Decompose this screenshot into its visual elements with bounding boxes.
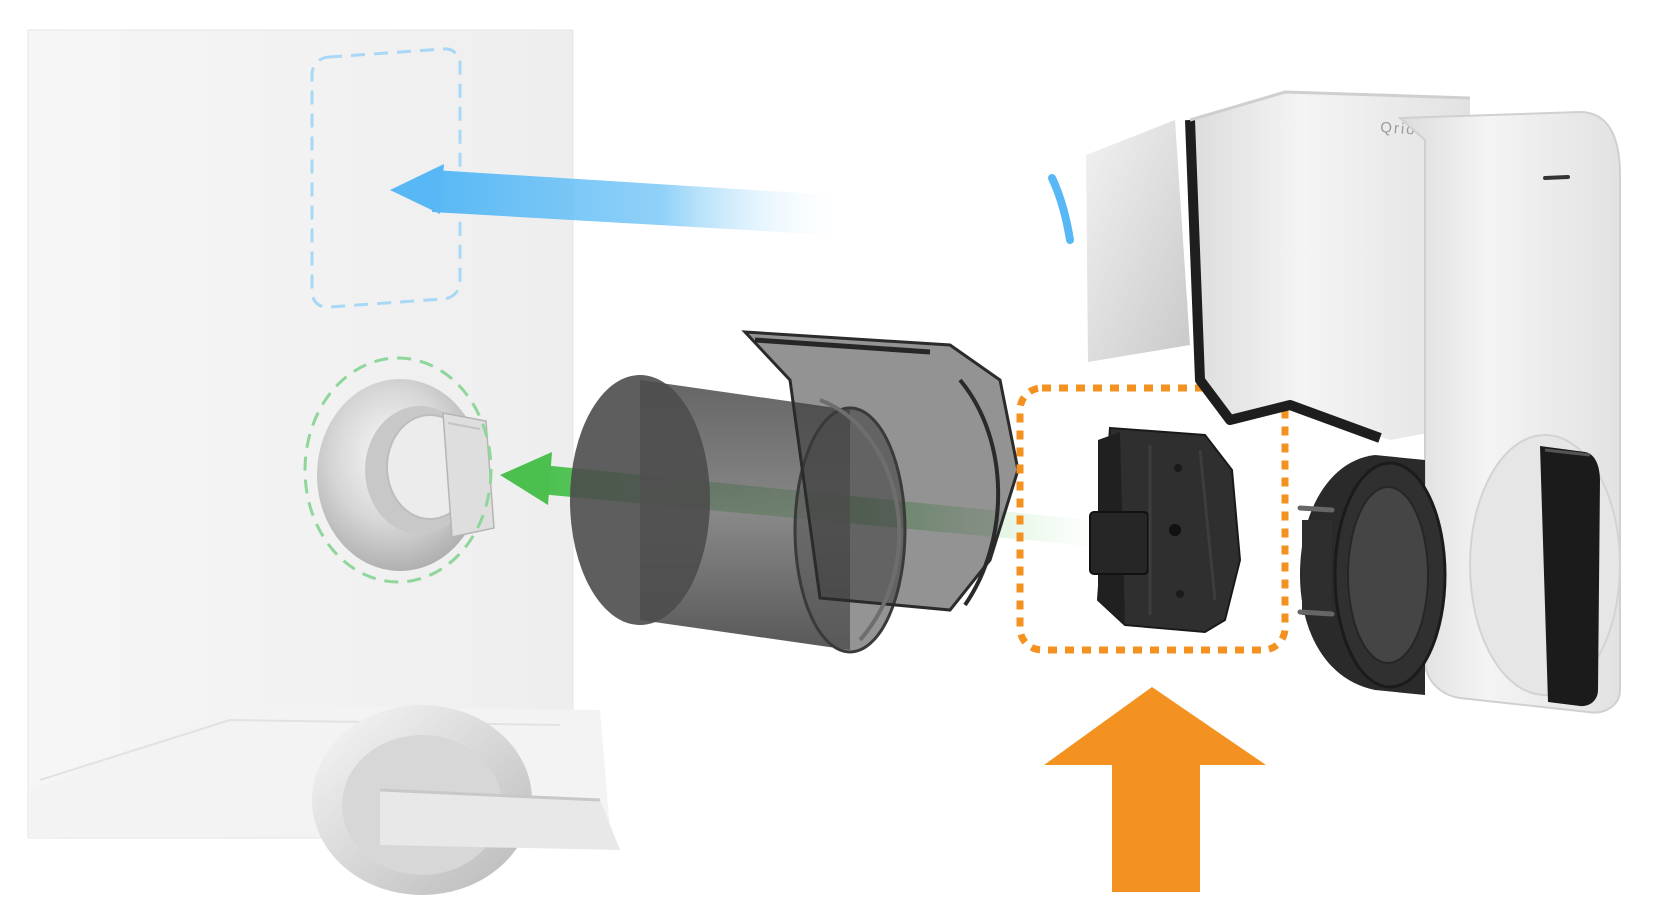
thumbturn	[317, 379, 495, 571]
sleeve-adapter	[570, 330, 1020, 654]
thumbturn-target-outline	[303, 356, 493, 584]
smart-lock-device: Qrio	[1048, 90, 1621, 714]
orange-up-arrow-icon	[1044, 687, 1266, 892]
adhesive-placement-outline	[310, 47, 462, 309]
thumbturn-attachment	[1089, 426, 1242, 634]
door-handle	[30, 705, 620, 895]
blue-arrow-icon	[390, 164, 850, 236]
attachment-highlight-outline	[1016, 384, 1289, 654]
